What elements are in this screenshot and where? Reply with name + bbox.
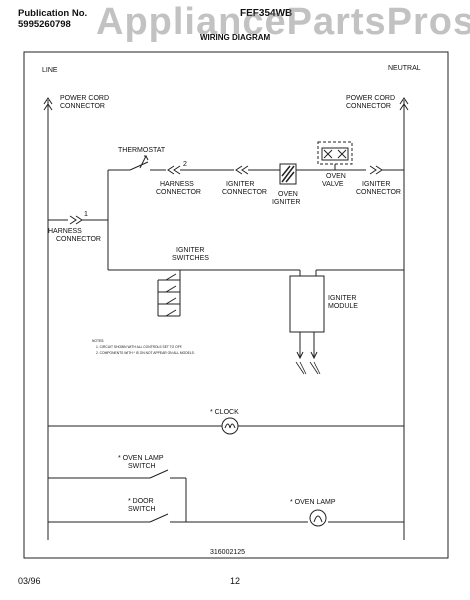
oven-valve-label-2: VALVE bbox=[322, 181, 344, 188]
publication-number: 5995260798 bbox=[18, 19, 71, 30]
harness-left-arrow bbox=[69, 215, 83, 225]
door-switch bbox=[149, 513, 186, 523]
publication-block: Publication No. 5995260798 bbox=[18, 8, 87, 30]
power-cord-left-arrow bbox=[43, 97, 53, 111]
diagram-frame bbox=[23, 51, 449, 559]
oven-lamp-switch-label-2: SWITCH bbox=[128, 463, 156, 470]
harness-top-arrow bbox=[167, 165, 181, 175]
igniter-module-label-2: MODULE bbox=[328, 303, 358, 310]
door-switch-label-1: * DOOR bbox=[128, 498, 154, 505]
page-title: WIRING DIAGRAM bbox=[200, 33, 271, 42]
oven-lamp-switch bbox=[149, 469, 186, 479]
door-switch-label-2: SWITCH bbox=[128, 506, 156, 513]
power-cord-right-arrow bbox=[399, 97, 409, 111]
note-1: 1. CIRCUIT SHOWN WITH ALL CONTROLS SET T… bbox=[96, 345, 182, 349]
harness-left-label-1: HARNESS bbox=[48, 228, 82, 235]
footer-page-number: 12 bbox=[230, 576, 241, 586]
power-cord-right-label-2: CONNECTOR bbox=[346, 103, 391, 110]
oven-valve-box bbox=[317, 141, 353, 165]
igniter-connector-label-1: IGNITER bbox=[226, 181, 254, 188]
power-cord-right-label-1: POWER CORD bbox=[346, 95, 395, 102]
oven-lamp-label: * OVEN LAMP bbox=[290, 499, 336, 506]
harness-left-label-2: CONNECTOR bbox=[56, 236, 101, 243]
clock-motor bbox=[221, 417, 239, 435]
oven-valve-label-1: OVEN bbox=[326, 173, 346, 180]
power-cord-left-label-1: POWER CORD bbox=[60, 95, 109, 102]
harness-top-label-1: HARNESS bbox=[160, 181, 194, 188]
watermark: AppliancePartsPros.com bbox=[96, 1, 470, 43]
oven-lamp bbox=[309, 509, 327, 527]
power-cord-left-label-2: CONNECTOR bbox=[60, 103, 105, 110]
harness-top-label-2: CONNECTOR bbox=[156, 189, 201, 196]
igniter-module-box bbox=[289, 275, 325, 333]
clock-label: * CLOCK bbox=[210, 409, 239, 416]
thermostat-label: THERMOSTAT bbox=[118, 147, 166, 154]
footer-date: 03/96 bbox=[18, 576, 41, 586]
oven-igniter-label-2: IGNITER bbox=[272, 199, 300, 206]
note-2: 2. COMPONENTS WITH * IS ON NOT APPEAR ON… bbox=[96, 351, 195, 355]
igniter-connector-right-arrow bbox=[369, 165, 383, 175]
igniter-switches bbox=[157, 273, 180, 317]
igniter-module-label-1: IGNITER bbox=[328, 295, 356, 302]
oven-lamp-switch-label-1: * OVEN LAMP bbox=[118, 455, 164, 462]
thermostat-switch bbox=[129, 161, 166, 171]
oven-igniter-label-1: OVEN bbox=[278, 191, 298, 198]
oven-igniter-element bbox=[279, 163, 297, 185]
publication-label: Publication No. bbox=[18, 8, 88, 19]
line-label: LINE bbox=[42, 67, 58, 74]
part-number: 316002125 bbox=[210, 549, 245, 556]
igniter-connector-label-2: CONNECTOR bbox=[222, 189, 267, 196]
wire-2-label: 2 bbox=[183, 161, 187, 168]
notes-title: NOTES: bbox=[92, 339, 104, 343]
wire-1-label: 1 bbox=[84, 211, 88, 218]
igniter-switches-label-1: IGNITER bbox=[176, 247, 204, 254]
igniter-connector-arrow bbox=[235, 165, 249, 175]
igniter-connector-right-label-1: IGNITER bbox=[362, 181, 390, 188]
neutral-label: NEUTRAL bbox=[388, 65, 421, 72]
igniter-connector-right-label-2: CONNECTOR bbox=[356, 189, 401, 196]
model-number: FEF354WB bbox=[240, 8, 293, 19]
igniter-switches-label-2: SWITCHES bbox=[172, 255, 209, 262]
